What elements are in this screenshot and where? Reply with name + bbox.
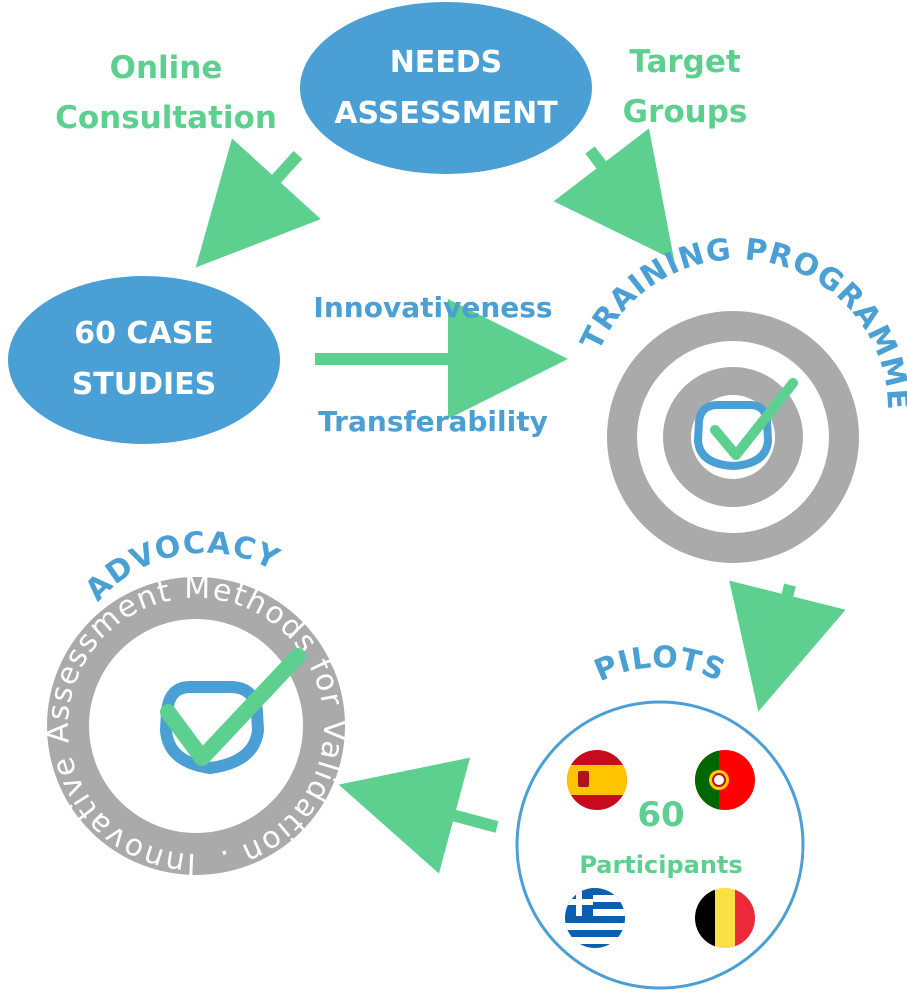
target-groups-label-2: Groups xyxy=(623,94,748,130)
case-studies-title-2: STUDIES xyxy=(72,367,217,402)
check-badge-icon xyxy=(693,378,798,471)
flag-greece-icon xyxy=(565,888,625,948)
arrow-needs-to-training xyxy=(553,128,675,261)
needs-assessment-title: NEEDS xyxy=(390,45,503,80)
case-studies-ellipse xyxy=(8,276,280,444)
online-consultation-label: Online xyxy=(110,50,223,86)
arrow-training-to-pilots xyxy=(729,580,846,712)
needs-assessment-title-2: ASSESSMENT xyxy=(334,96,558,131)
needs-assessment-ellipse xyxy=(300,2,592,174)
training-target xyxy=(607,311,859,563)
target-groups-label: Target xyxy=(629,44,741,80)
advocacy-check-badge-icon xyxy=(159,648,306,775)
pilots-circle xyxy=(515,700,805,990)
case-studies-title: 60 CASE xyxy=(74,316,214,351)
online-consultation-label-2: Consultation xyxy=(55,100,277,136)
flag-spain-icon xyxy=(567,750,627,810)
advocacy-seal-ring xyxy=(47,577,345,875)
pilots-label: PILOTS xyxy=(589,640,730,689)
participants-count: 60 xyxy=(637,795,684,835)
flag-belgium-icon xyxy=(695,888,755,948)
flag-portugal-icon xyxy=(695,750,755,810)
transferability-label: Transferability xyxy=(318,405,548,438)
participants-label: Participants xyxy=(579,851,742,879)
innovativeness-label: Innovativeness xyxy=(313,291,552,324)
arrow-pilots-to-advocacy xyxy=(338,757,499,874)
arrow-needs-to-case xyxy=(195,138,321,268)
